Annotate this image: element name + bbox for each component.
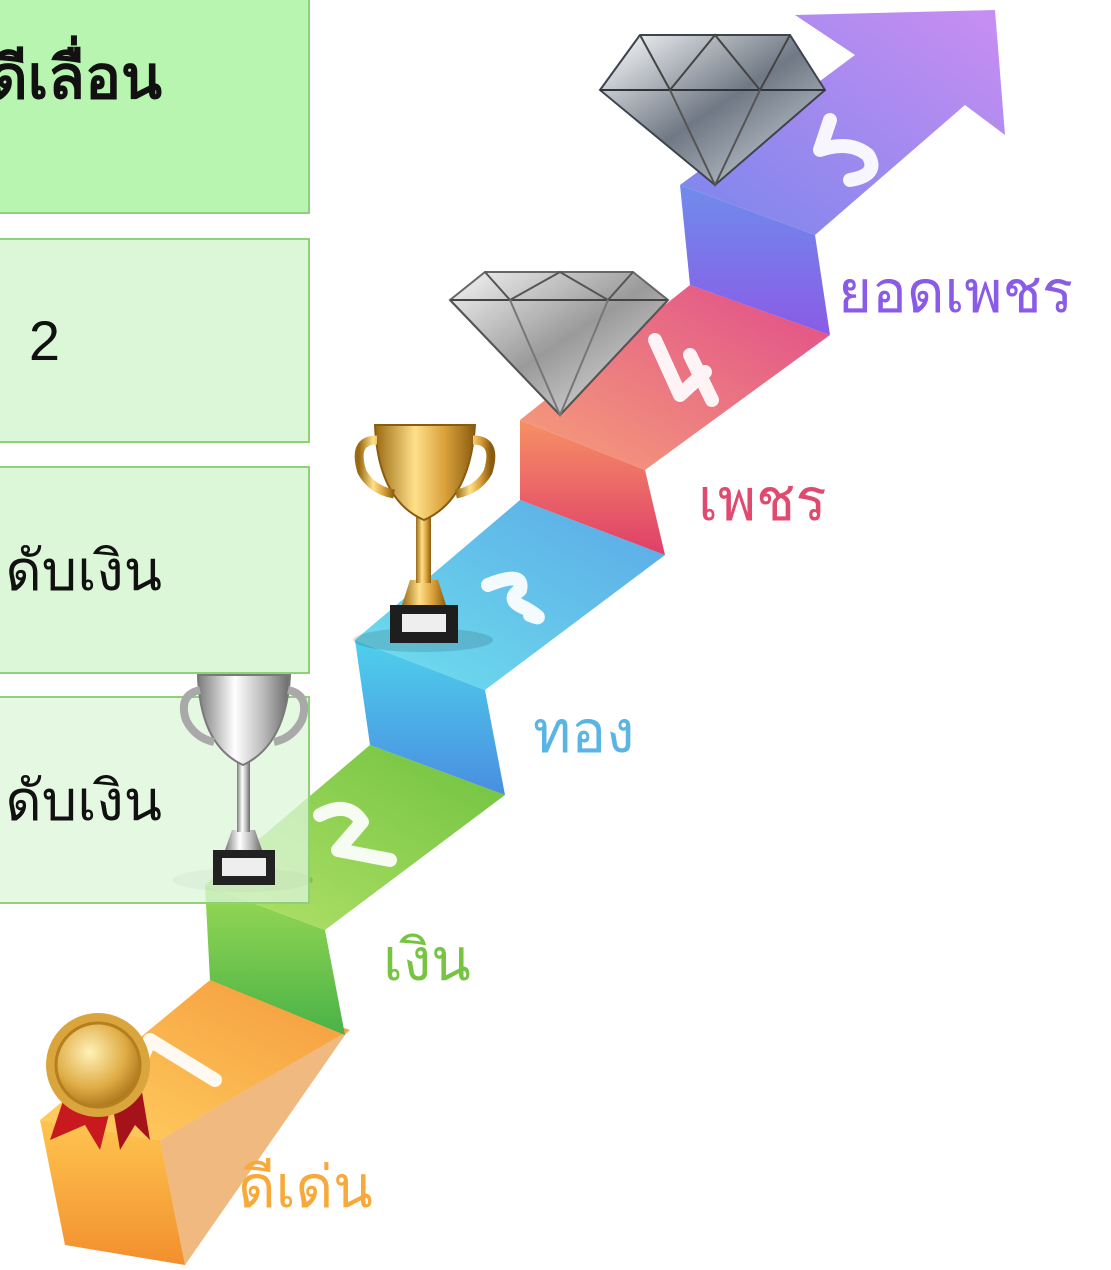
silver-trophy-icon bbox=[179, 674, 309, 885]
level-label-5: ยอดเพชร bbox=[838, 258, 1074, 326]
level-label-1: ดีเด่น bbox=[238, 1153, 373, 1221]
step-number-2 bbox=[313, 801, 397, 867]
level-label-3: ทอง bbox=[533, 698, 635, 766]
diamond-icon bbox=[598, 33, 827, 188]
gold-medal-icon bbox=[46, 1013, 150, 1150]
step-5 bbox=[680, 10, 1005, 335]
diamond-icon bbox=[448, 270, 670, 418]
info-box-text: ดับเงิน bbox=[5, 768, 162, 832]
info-box-level: ดับเงิน bbox=[0, 466, 310, 674]
info-box-text: 2 bbox=[28, 309, 60, 372]
info-box-text: ดีเลื่อน bbox=[0, 44, 162, 111]
level-label-2: เงิน bbox=[383, 926, 471, 994]
info-box-promotion: ดีเลื่อน bbox=[0, 0, 310, 214]
level-label-4: เพชร bbox=[698, 466, 827, 534]
step-number-3 bbox=[481, 571, 545, 625]
info-box-text: ดับเงิน bbox=[5, 538, 162, 602]
step-number-4 bbox=[648, 333, 719, 407]
step-number-5 bbox=[813, 113, 879, 187]
gold-trophy-icon bbox=[353, 424, 496, 652]
info-box-level: 2 bbox=[0, 238, 310, 443]
step-numbers bbox=[133, 113, 879, 1087]
